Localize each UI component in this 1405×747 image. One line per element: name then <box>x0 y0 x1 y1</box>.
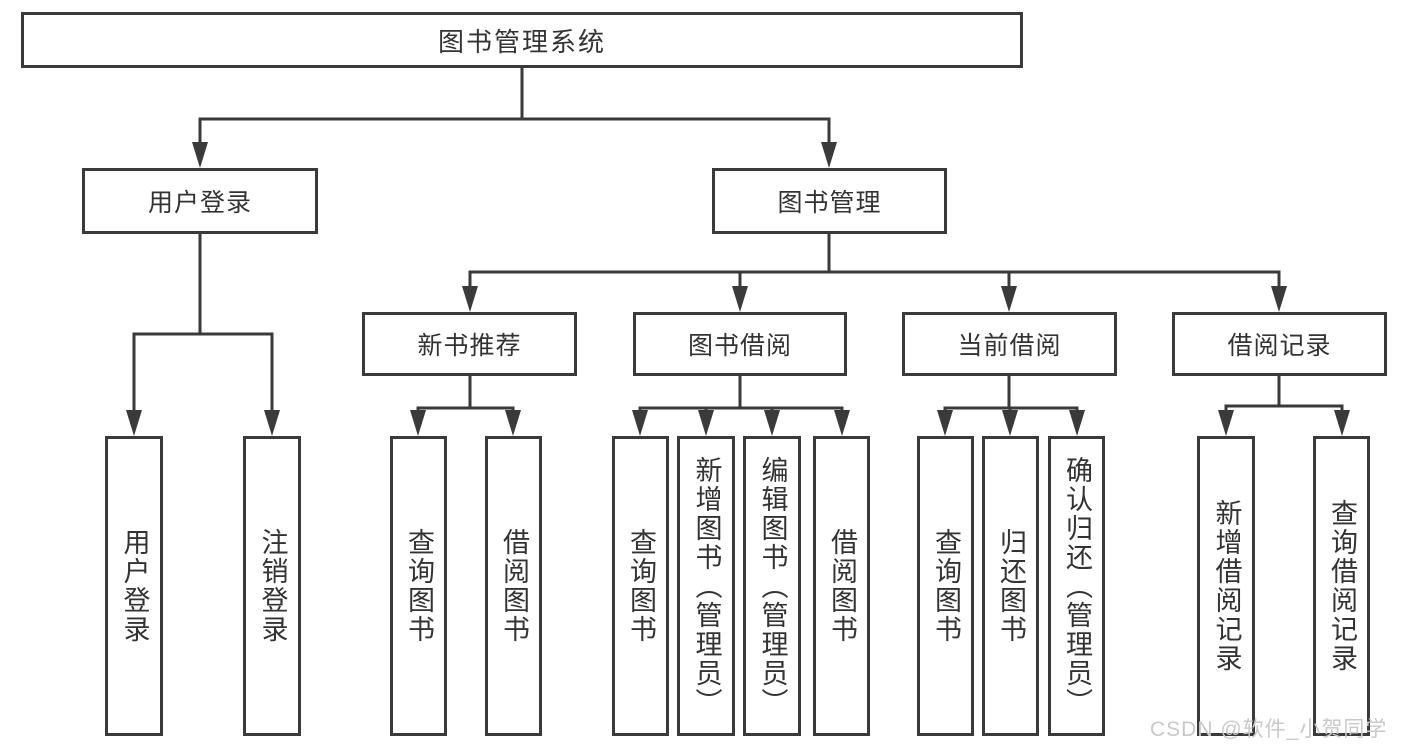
leaf-user-login: 用户登录 <box>105 436 163 736</box>
node-user-login: 用户登录 <box>82 168 318 234</box>
leaf-current-query-books: 查询图书 <box>917 436 974 736</box>
leaf-recommend-borrow-books: 借阅图书 <box>485 436 542 736</box>
leaf-borrow-add-books-admin: 新增图书（管理员） <box>677 436 735 736</box>
leaf-borrow-borrow-books: 借阅图书 <box>813 436 870 736</box>
node-book-borrow: 图书借阅 <box>633 312 847 376</box>
node-root: 图书管理系统 <box>21 12 1023 68</box>
leaf-records-query: 查询借阅记录 <box>1313 436 1370 736</box>
node-borrow-records: 借阅记录 <box>1172 312 1387 376</box>
node-new-book-recommend: 新书推荐 <box>362 312 577 376</box>
leaf-borrow-query-books: 查询图书 <box>612 436 669 736</box>
leaf-recommend-query-books: 查询图书 <box>390 436 447 736</box>
node-current-borrow: 当前借阅 <box>902 312 1117 376</box>
leaf-logout: 注销登录 <box>243 436 301 736</box>
leaf-current-confirm-return-admin: 确认归还（管理员） <box>1048 436 1105 736</box>
node-book-management: 图书管理 <box>712 168 947 234</box>
leaf-records-add: 新增借阅记录 <box>1197 436 1255 736</box>
watermark: CSDN @软件_小贺同学 <box>1150 718 1388 741</box>
leaf-borrow-edit-books-admin: 编辑图书（管理员） <box>743 436 801 736</box>
connector-arrowheads <box>126 142 1350 436</box>
leaf-current-return-books: 归还图书 <box>982 436 1039 736</box>
